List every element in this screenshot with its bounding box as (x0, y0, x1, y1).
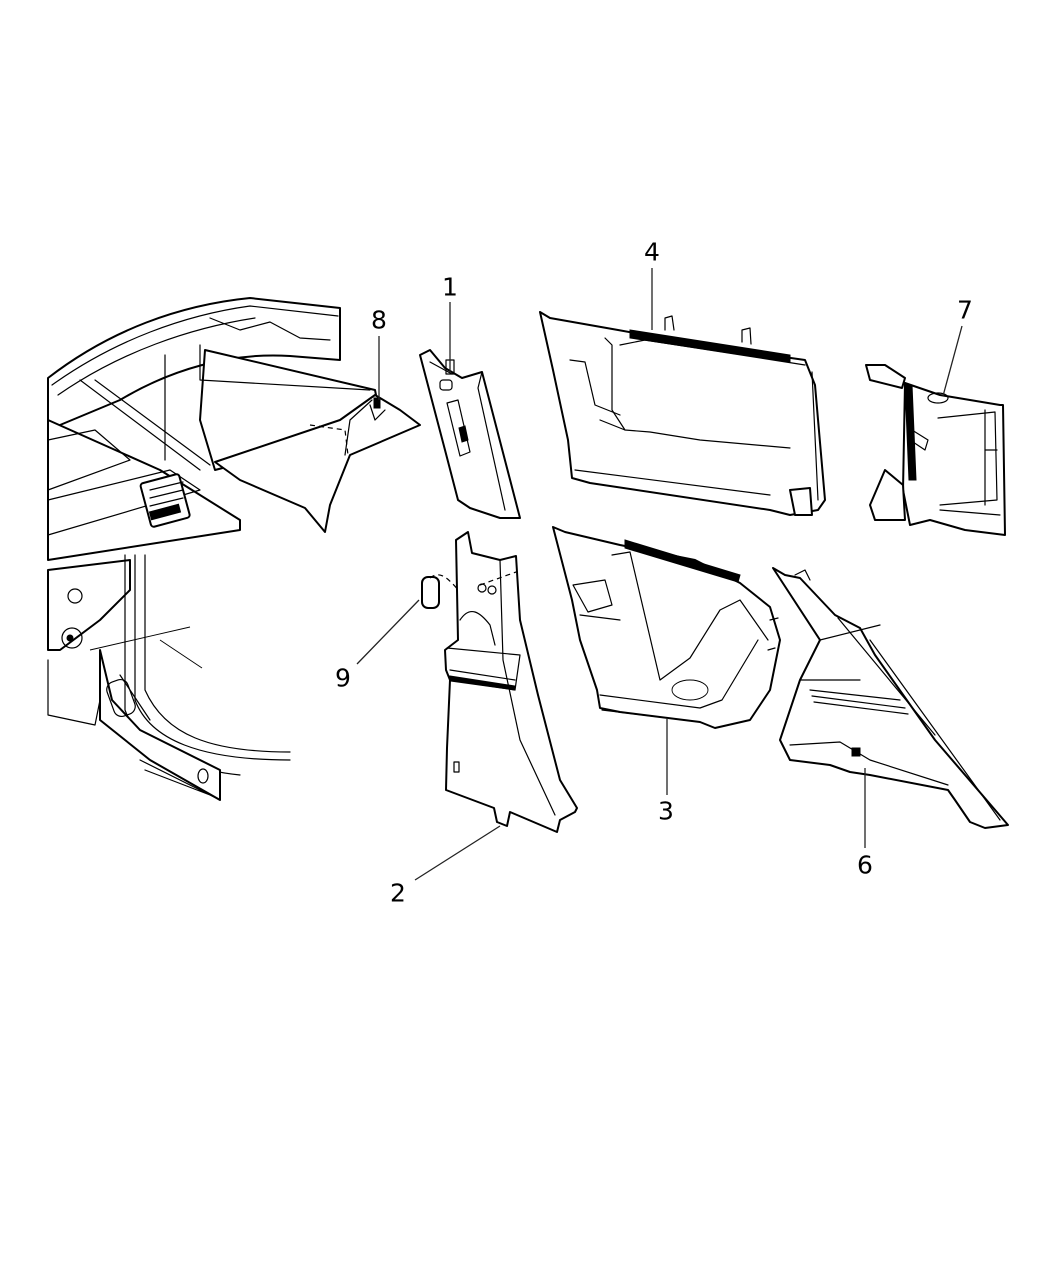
callout-1: 1 (442, 272, 458, 302)
callout-9: 9 (335, 663, 351, 693)
callout-6: 6 (857, 850, 873, 880)
leader-line-9 (356, 599, 420, 665)
part-7-rear-corner-trim (865, 364, 1006, 536)
vehicle-body-context (47, 297, 381, 801)
part-3-quarter-trim-front (552, 526, 781, 729)
part-1-a-pillar-trim (419, 349, 521, 519)
leader-lines (356, 268, 963, 881)
callout-8: 8 (371, 305, 387, 335)
callout-7: 7 (957, 295, 973, 325)
part-6-rear-quarter-trim (772, 567, 1009, 829)
callout-2: 2 (390, 878, 406, 908)
part-2-b-pillar-trim (444, 531, 578, 833)
callout-4: 4 (644, 237, 660, 267)
part-8-cowl-side-trim (214, 394, 421, 533)
part-4-quarter-trim-upper (539, 311, 826, 516)
leader-line-2 (414, 825, 501, 881)
callout-3: 3 (658, 796, 674, 826)
leader-line-7 (942, 325, 963, 397)
